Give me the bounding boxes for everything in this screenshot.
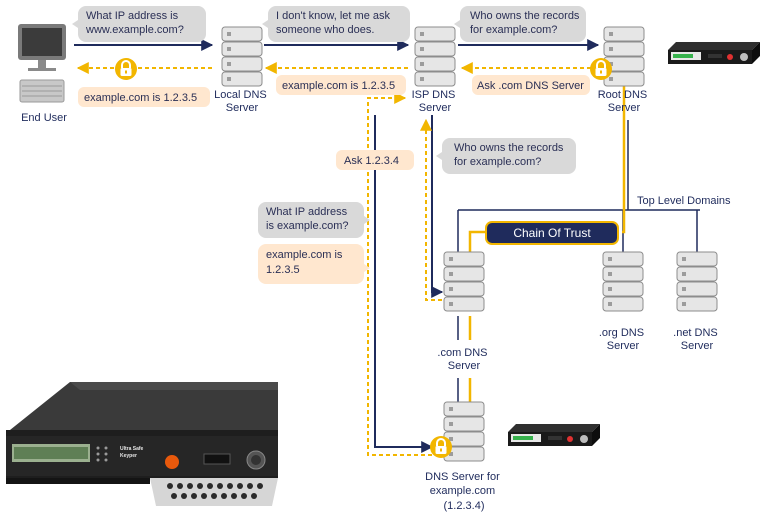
bubble-a-root-isp: Ask .com DNS Server — [472, 75, 590, 95]
svg-text:I don't know, let me ask: I don't know, let me ask someone who doe… — [276, 10, 393, 36]
isp-dns-server-icon — [414, 26, 456, 87]
chain-of-trust-label: Chain Of Trust — [513, 226, 591, 240]
net-dns-server-icon — [676, 251, 718, 312]
response-lines — [76, 62, 598, 456]
root-dns-server-icon — [603, 26, 645, 87]
lock-icon — [114, 57, 138, 81]
device-model-label: Keyper — [120, 453, 137, 459]
root-dns-label: Root DNS Server — [598, 89, 651, 114]
bubble-a-local-user: example.com is 1.2.3.5 — [78, 87, 210, 107]
svg-text:Ask 1.2.3.4: Ask 1.2.3.4 — [344, 155, 399, 167]
end-user-computer-icon — [18, 24, 66, 103]
org-dns-server-icon — [602, 251, 644, 312]
auth-dns-label: DNS Server for example.com (1.2.3.4) — [425, 471, 503, 512]
bubble-q-isp-com: Who owns the records for example.com? — [436, 138, 576, 174]
isp-dns-label: ISP DNS Server — [412, 89, 459, 114]
net-dns-label: .net DNS Server — [673, 327, 721, 352]
svg-text:example.com is 1.2.3.5: example.com is 1.2.3.5 — [282, 80, 395, 92]
org-dns-label: .org DNS Server — [599, 327, 647, 352]
bubble-a-com-isp: Ask 1.2.3.4 — [336, 150, 414, 170]
bubble-q-isp-root: Who owns the records for example.com? — [454, 6, 586, 42]
top-level-domains-label: Top Level Domains — [637, 195, 731, 207]
svg-text:example.com is 1.2.3.5: example.com is 1.2.3.5 — [266, 249, 345, 276]
bubble-q-local: I don't know, let me ask someone who doe… — [262, 6, 410, 42]
device-brand-label: Ultra Safe — [120, 446, 144, 452]
hsm-device-auth-icon — [508, 424, 600, 446]
lock-icon — [429, 435, 453, 459]
local-dns-label: Local DNS Server — [214, 89, 270, 114]
svg-text:example.com is 1.2.3.5: example.com is 1.2.3.5 — [84, 92, 197, 104]
svg-text:Who owns the records for: Who owns the records for example.com? — [470, 10, 583, 36]
svg-text:Who owns the records for: Who owns the records for example.com? — [454, 142, 567, 168]
lock-icon — [589, 57, 613, 81]
chain-of-trust-badge: Chain Of Trust — [485, 221, 619, 245]
bubble-a-auth-isp: example.com is 1.2.3.5 — [258, 244, 370, 284]
svg-text:Ask .com DNS Server: Ask .com DNS Server — [477, 80, 584, 92]
svg-text:What IP address is examp: What IP address is example.com? — [266, 206, 350, 232]
svg-text:What IP address is www.e: What IP address is www.example.com? — [85, 10, 184, 36]
hsm-device-root-icon — [668, 42, 760, 64]
query-lines — [74, 39, 600, 453]
bubble-a-isp-local: example.com is 1.2.3.5 — [276, 75, 406, 95]
com-dns-label: .com DNS Server — [437, 347, 490, 372]
com-dns-server-icon — [443, 251, 485, 312]
bubble-q-isp-auth: What IP address is example.com? — [258, 202, 370, 238]
end-user-label: End User — [21, 112, 67, 124]
bubble-q-user: What IP address is www.example.com? — [72, 6, 206, 42]
ultra-safe-keyper-device-image: Ultra Safe Keyper — [6, 382, 278, 506]
local-dns-server-icon — [221, 26, 263, 87]
